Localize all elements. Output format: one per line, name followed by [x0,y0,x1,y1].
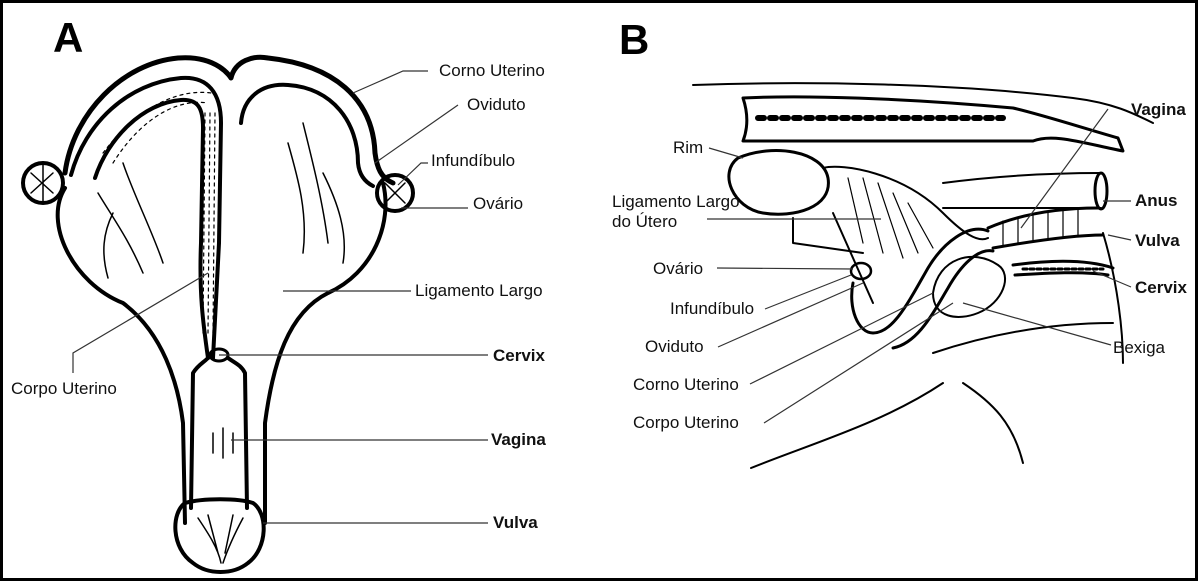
label-a-oviduto: Oviduto [467,96,526,113]
label-a-vagina: Vagina [491,431,546,448]
panel-b-bladder [933,257,1005,317]
label-b-ligamento-largo: Ligamento Largo do Útero [612,192,752,232]
label-a-corno-uterino: Corno Uterino [439,62,545,79]
label-b-cervix: Cervix [1135,279,1187,296]
panel-a-left-horn [71,78,221,358]
panel-b-uterine-horn [852,229,988,333]
panel-b-vagina [988,208,1103,248]
panel-a-vagina-texture [213,428,233,458]
label-b-anus: Anus [1135,192,1178,209]
panel-a-cervix [191,358,247,508]
label-a-vulva: Vulva [493,514,538,531]
panel-a-vulva [175,499,263,572]
panel-b-vertebrae [743,97,1123,151]
label-a-cervix: Cervix [493,347,545,364]
panel-a-ligament-outline [58,183,386,523]
panel-b-letter: B [619,19,649,61]
label-a-ligamento-largo: Ligamento Largo [415,282,543,299]
label-b-infundibulo: Infundíbulo [670,300,754,317]
label-b-bexiga: Bexiga [1113,339,1165,356]
panel-a-drawing [23,57,413,572]
label-b-vagina: Vagina [1131,101,1186,118]
panel-a-right-horn [241,85,373,186]
label-b-vulva: Vulva [1135,232,1180,249]
panel-a-uterine-horn-outline [65,57,393,183]
label-b-oviduto: Oviduto [645,338,704,355]
label-b-corno-uterino: Corno Uterino [633,376,739,393]
label-b-corpo-uterino: Corpo Uterino [633,414,739,431]
panel-b-anus [1095,173,1107,209]
panel-a-letter: A [53,17,83,59]
label-a-corpo-uterino: Corpo Uterino [11,380,117,397]
anatomy-illustration [3,3,1195,578]
label-b-rim: Rim [673,139,703,156]
label-a-ovario: Ovário [473,195,523,212]
label-a-infundibulo: Infundíbulo [431,152,515,169]
label-b-ovario: Ovário [653,260,703,277]
panel-a-endometrium-texture [103,92,215,333]
label-b-ligamento-largo-line2: do Útero [612,212,677,231]
panel-b-leader-lines [707,109,1131,423]
label-b-ligamento-largo-line1: Ligamento Largo [612,192,740,211]
